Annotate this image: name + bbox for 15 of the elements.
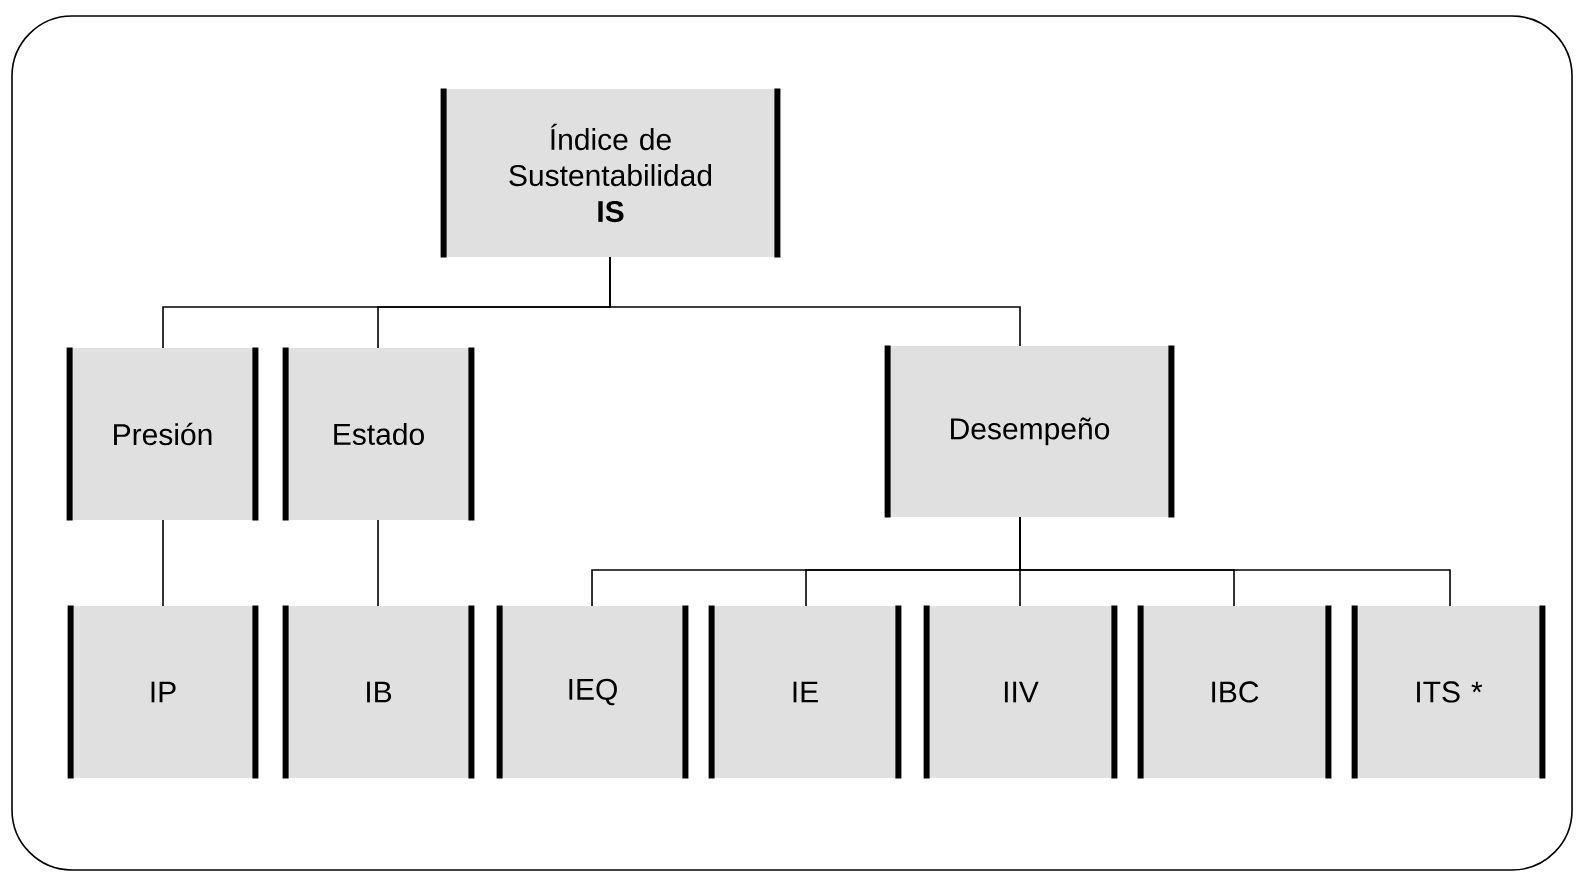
index-box: Estado	[282, 344, 475, 524]
index-box: Presión	[66, 344, 259, 524]
index-box: IEQ	[496, 602, 689, 782]
connector-line	[609, 256, 1021, 347]
index-box: ITS *	[1351, 602, 1546, 782]
index-box: IIV	[923, 602, 1118, 782]
index-box: Desempeño	[884, 342, 1175, 521]
index-box: IE	[708, 602, 902, 782]
index-box: Índice de Sustentabilidad IS	[440, 85, 781, 261]
index-box: IB	[282, 602, 475, 782]
index-box: IBC	[1137, 602, 1332, 782]
connector-line	[1019, 516, 1451, 607]
index-box: IP	[67, 602, 259, 782]
connector-line	[377, 519, 379, 607]
connector-line	[162, 519, 164, 607]
